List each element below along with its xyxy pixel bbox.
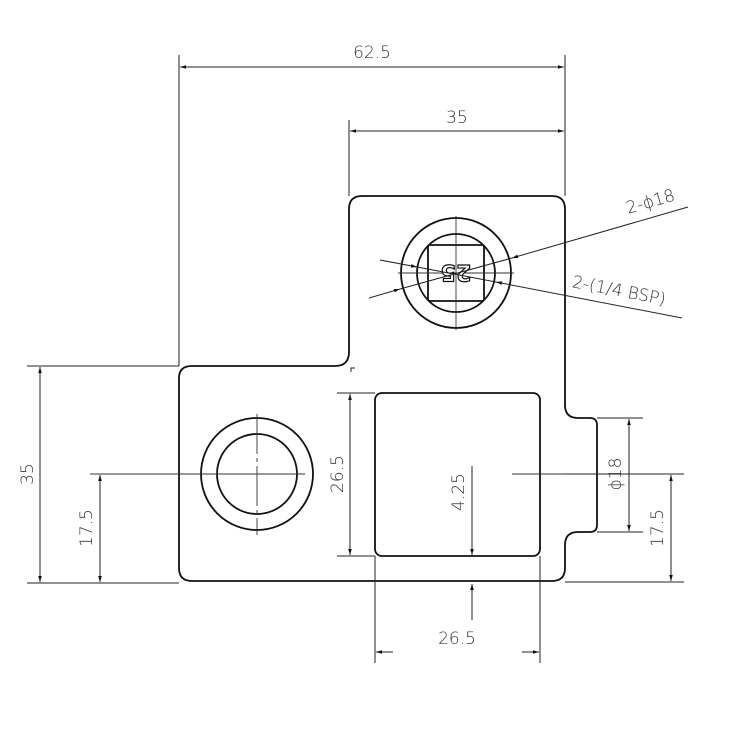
dim-square-height-label: 26.5 xyxy=(328,455,348,493)
dim-offset-label: 4.25 xyxy=(449,473,469,511)
callout-thread-label: 2-(1/4 BSP) xyxy=(570,272,667,310)
dim-square-height: 26.5 xyxy=(328,392,375,557)
dim-right-bore-height: 17.5 xyxy=(565,473,684,583)
callout-thread: 2-(1/4 BSP) xyxy=(379,259,683,319)
dim-square-width-label: 26.5 xyxy=(438,629,476,649)
dim-offset: 4.25 xyxy=(449,466,565,620)
dim-overall-height-left: 35 xyxy=(18,365,179,584)
square-pocket xyxy=(374,392,541,557)
dim-overall-width-label: 62.5 xyxy=(353,43,391,63)
callout-diameter: 2-ϕ18 xyxy=(368,186,689,299)
dim-upper-width-label: 35 xyxy=(446,108,468,128)
callout-diameter-label: 2-ϕ18 xyxy=(624,186,677,219)
dim-overall-width: 62.5 xyxy=(178,43,566,366)
dim-boss-diameter: ϕ18 xyxy=(597,417,643,533)
dim-upper-width: 35 xyxy=(348,108,564,196)
dim-left-bore-height: 17.5 xyxy=(77,475,102,582)
dim-overall-height-left-label: 35 xyxy=(18,463,38,485)
dim-square-width: 26.5 xyxy=(374,556,541,663)
part-outline xyxy=(178,195,598,582)
left-bore xyxy=(90,414,314,535)
dim-right-bore-height-label: 17.5 xyxy=(648,509,668,547)
dim-left-bore-height-label: 17.5 xyxy=(77,509,97,547)
size-stamp: 25 xyxy=(441,259,472,284)
